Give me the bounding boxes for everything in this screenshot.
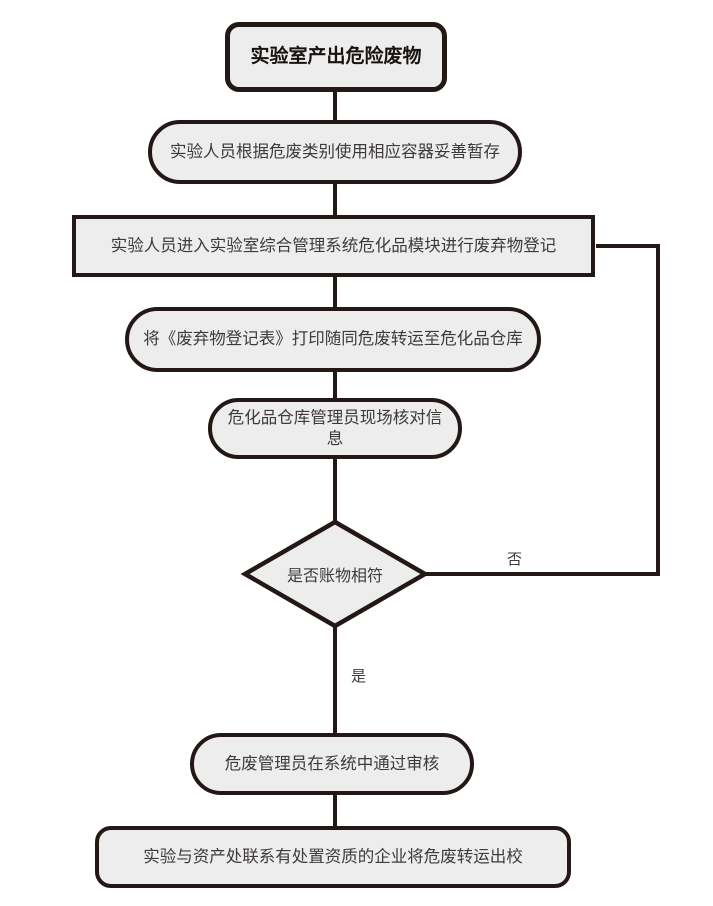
edge-label-no: 否 xyxy=(507,551,523,568)
node-temp-storage: 实验人员根据危废类别使用相应容器妥善暂存 xyxy=(148,120,522,184)
node-decision-match-label: 是否账物相符 xyxy=(286,568,383,585)
node-start: 实验室产出危险废物 xyxy=(225,22,447,92)
node-register-waste: 实验人员进入实验室综合管理系统危化品模块进行废弃物登记 xyxy=(72,215,595,277)
node-print-transfer: 将《废弃物登记表》打印随同危废转运至危化品仓库 xyxy=(125,307,541,372)
node-system-approval: 危废管理员在系统中通过审核 xyxy=(190,733,474,795)
node-end: 实验与资产处联系有处置资质的企业将危废转运出校 xyxy=(95,826,571,888)
edge-label-yes: 是 xyxy=(351,668,367,685)
decision-diamond-shape xyxy=(240,519,430,629)
edge-decision-no-loop xyxy=(424,244,660,576)
node-warehouse-check: 危化品仓库管理员现场核对信息 xyxy=(208,398,462,459)
